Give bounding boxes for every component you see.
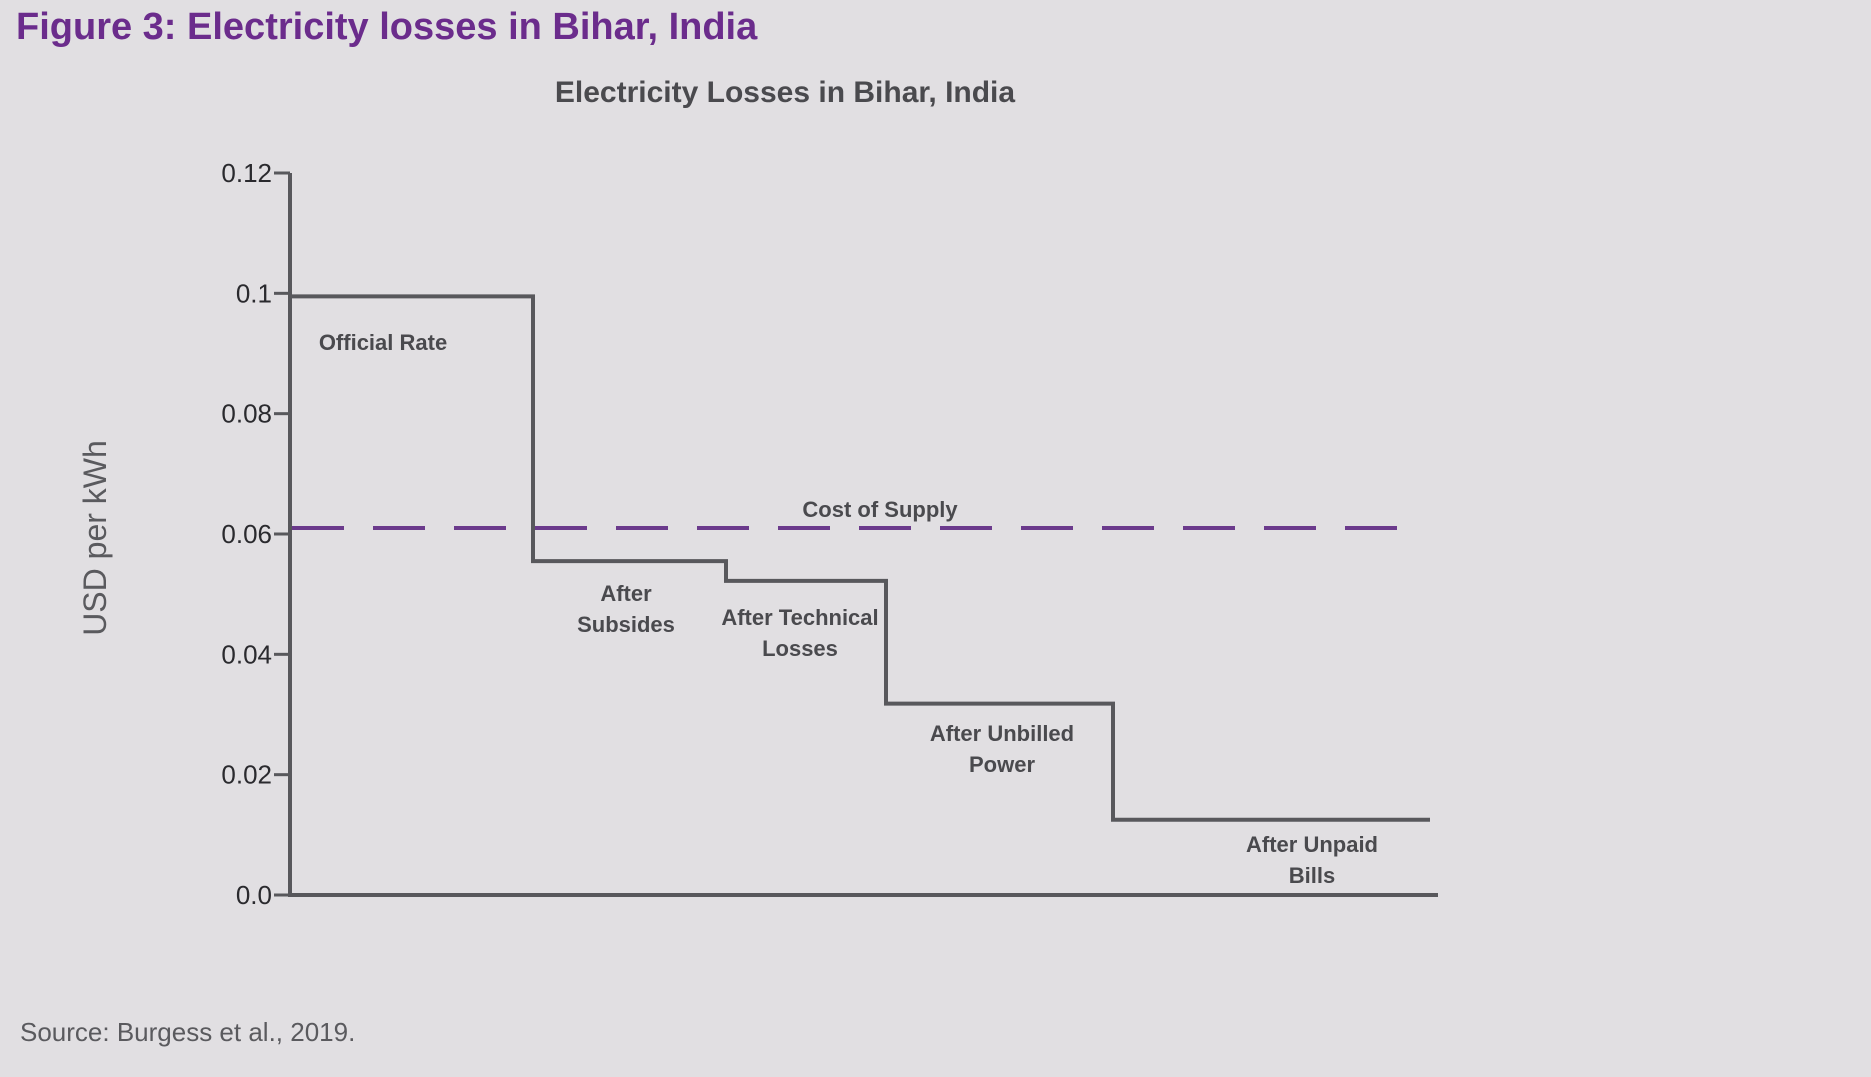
y-axis-label: USD per kWh — [77, 440, 113, 636]
step-label-line: After Technical — [721, 605, 878, 630]
chart-title: Electricity Losses in Bihar, India — [555, 76, 1015, 109]
y-tick-label: 0.1 — [236, 278, 272, 308]
step-line — [290, 294, 1430, 822]
step-label-line: After — [600, 581, 652, 606]
step-label-line: Bills — [1289, 863, 1335, 888]
step-label-line: After Unpaid — [1246, 832, 1378, 857]
step-label-line: Subsides — [577, 612, 675, 637]
step-label-line: After Unbilled — [930, 721, 1074, 746]
y-tick-label: 0.0 — [236, 880, 272, 910]
y-tick-label: 0.06 — [221, 519, 272, 549]
y-tick-label: 0.02 — [221, 760, 272, 790]
cost-of-supply-label: Cost of Supply — [802, 497, 958, 522]
step-label-line: Losses — [762, 636, 838, 661]
y-tick-label: 0.04 — [221, 639, 272, 669]
source-note: Source: Burgess et al., 2019. — [20, 1017, 356, 1047]
figure-title: Figure 3: Electricity losses in Bihar, I… — [16, 6, 758, 48]
axes — [288, 173, 1438, 897]
step-label-line: Official Rate — [319, 330, 447, 355]
y-tick-label: 0.08 — [221, 399, 272, 429]
series — [290, 294, 1430, 822]
step-label: Official Rate — [319, 330, 447, 355]
step-label-line: Power — [969, 752, 1035, 777]
y-ticks: 0.0 0.02 0.04 0.06 0.08 0.1 0.12 — [221, 158, 290, 910]
y-tick-label: 0.12 — [221, 158, 272, 188]
